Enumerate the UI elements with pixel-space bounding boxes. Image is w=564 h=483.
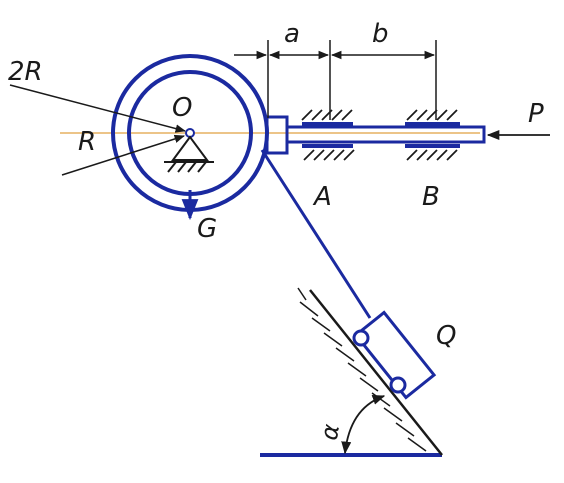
label-alpha: α <box>315 422 345 443</box>
label-o: O <box>172 93 192 123</box>
cable <box>260 149 372 319</box>
bearing-a <box>301 109 355 161</box>
pivot-support <box>164 135 214 173</box>
bearing-b <box>405 109 460 161</box>
rod <box>285 125 486 144</box>
inclined-plane <box>260 287 443 457</box>
label-a-dimension: a <box>284 19 300 49</box>
roller-bottom <box>389 376 407 394</box>
label-2r: 2R <box>8 57 43 87</box>
label-q: Q <box>436 321 456 351</box>
r-leader <box>61 134 186 176</box>
label-g: G <box>197 214 217 244</box>
block-q <box>353 310 437 400</box>
rod-end-block <box>265 115 289 155</box>
alpha-arc <box>341 395 386 455</box>
dimension-lines <box>234 40 437 120</box>
label-r: R <box>78 127 96 157</box>
two-r-leader <box>9 84 187 133</box>
label-b-support: B <box>422 182 440 212</box>
roller-top <box>352 329 370 347</box>
label-a-support: A <box>312 182 332 212</box>
label-p: P <box>528 99 544 129</box>
label-b-dimension: b <box>372 19 389 49</box>
